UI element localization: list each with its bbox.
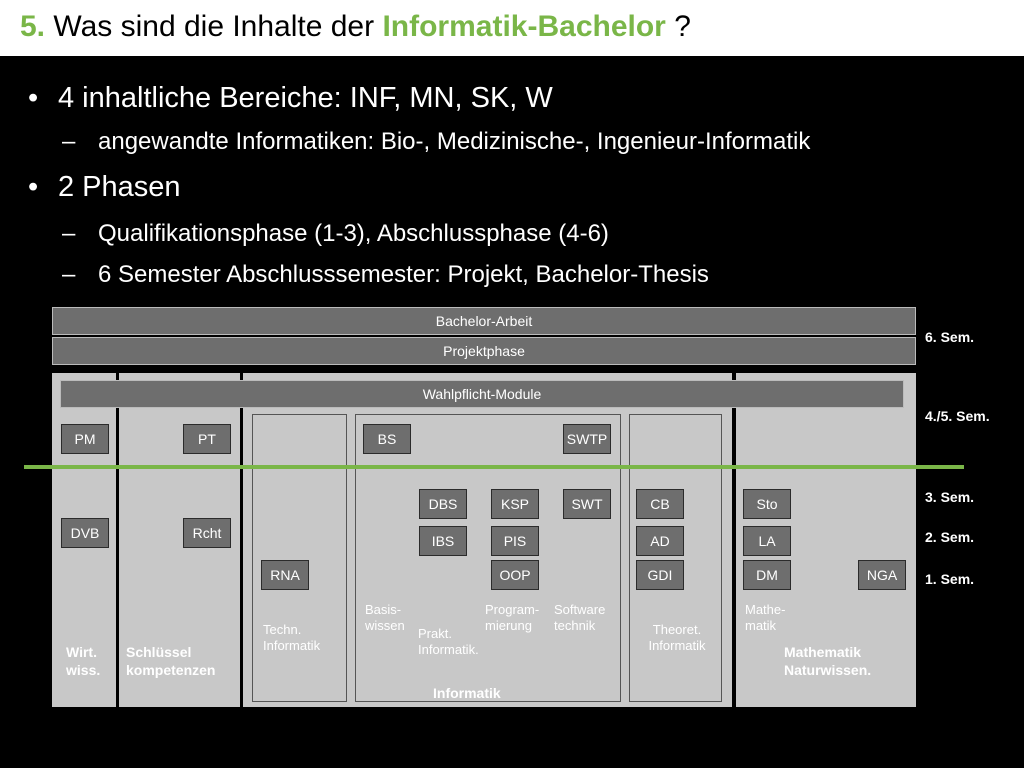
sub-bullet-item: –Qualifikationsphase (1-3), Abschlusspha… [62, 220, 609, 248]
bullet-item: • 2 Phasen [28, 171, 181, 204]
module-dm: DM [743, 560, 791, 590]
bullet-text: 6 Semester Abschlusssemester: Projekt, B… [98, 261, 709, 288]
module-la: LA [743, 526, 791, 556]
title-prefix: Was sind die Inhalte der [53, 10, 375, 43]
bullet-marker: – [62, 261, 76, 288]
techn-informatik-box [252, 414, 347, 702]
module-pis: PIS [491, 526, 539, 556]
bachelor-arbeit-bar: Bachelor-Arbeit [52, 307, 916, 335]
module-swt: SWT [563, 489, 611, 519]
module-rcht: Rcht [183, 518, 231, 548]
bullet-text: Qualifikationsphase (1-3), Abschlussphas… [98, 220, 609, 247]
module-ad: AD [636, 526, 684, 556]
module-pm: PM [61, 424, 109, 454]
bullet-marker: – [62, 220, 76, 247]
module-sto: Sto [743, 489, 791, 519]
sub-bullet-item: –angewandte Informatiken: Bio-, Medizini… [62, 128, 810, 156]
module-bs: BS [363, 424, 411, 454]
bullet-marker: • [28, 82, 39, 114]
module-pt: PT [183, 424, 231, 454]
bullet-text: 4 inhaltliche Bereiche: INF, MN, SK, W [58, 82, 553, 114]
label-techn-informatik: Techn.Informatik [263, 622, 321, 653]
semester-label-6: 6. Sem. [925, 329, 975, 345]
module-dbs: DBS [419, 489, 467, 519]
title-suffix: ? [674, 10, 691, 43]
prakt-informatik-box [355, 414, 621, 702]
projektphase-bar: Projektphase [52, 337, 916, 365]
title-bar: 5. Was sind die Inhalte der Informatik-B… [0, 0, 1024, 56]
title-number: 5. [20, 10, 46, 43]
semester-label-4-5: 4./5. Sem. [925, 408, 990, 424]
label-prakt-informatik: Prakt.Informatik. [418, 626, 479, 657]
bullet-marker: • [28, 171, 39, 203]
theoret-informatik-box [629, 414, 722, 702]
module-nga: NGA [858, 560, 906, 590]
bullet-marker: – [62, 128, 76, 155]
wahlpflicht-bar: Wahlpflicht-Module [60, 380, 904, 408]
semester-label-3: 3. Sem. [925, 489, 975, 505]
semester-label-1: 1. Sem. [925, 571, 975, 587]
module-swtp: SWTP [563, 424, 611, 454]
label-wirt-wiss: Wirt.wiss. [66, 644, 101, 678]
bullet-item: • 4 inhaltliche Bereiche: INF, MN, SK, W [28, 82, 553, 115]
title-highlight: Informatik-Bachelor [382, 10, 666, 43]
label-informatik: Informatik [433, 685, 501, 701]
label-mathematik-small: Mathe-matik [745, 602, 786, 633]
module-cb: CB [636, 489, 684, 519]
label-programmierung: Program-mierung [485, 602, 540, 633]
sub-bullet-item: –6 Semester Abschlusssemester: Projekt, … [62, 261, 709, 289]
module-ksp: KSP [491, 489, 539, 519]
bullet-text: angewandte Informatiken: Bio-, Medizinis… [98, 128, 811, 155]
module-oop: OOP [491, 560, 539, 590]
semester-label-2: 2. Sem. [925, 529, 975, 545]
module-ibs: IBS [419, 526, 467, 556]
label-basiswissen: Basis-wissen [365, 602, 405, 633]
bullet-text: 2 Phasen [58, 171, 181, 203]
phase-divider-line [24, 465, 964, 469]
module-dvb: DVB [61, 518, 109, 548]
module-gdi: GDI [636, 560, 684, 590]
label-theoret-informatik: Theoret.Informatik [648, 622, 706, 653]
slide-title: 5. Was sind die Inhalte der Informatik-B… [20, 10, 691, 44]
module-rna: RNA [261, 560, 309, 590]
